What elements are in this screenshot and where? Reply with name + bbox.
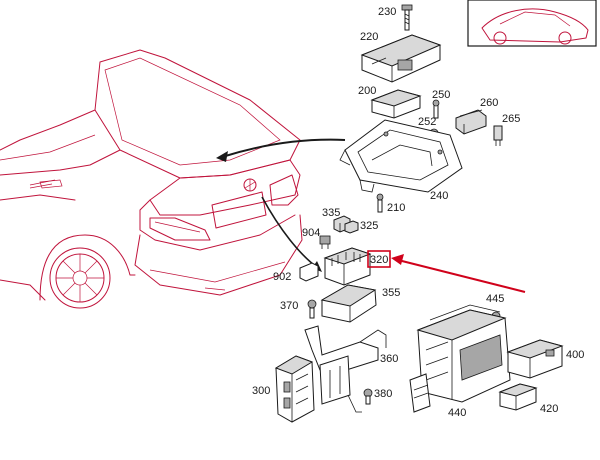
label-360: 360 [380,353,398,365]
label-445: 445 [486,293,504,305]
label-355: 355 [382,287,400,299]
part-902-connector [299,262,319,282]
part-440-battery-unit [409,304,511,413]
highlight-arrowhead [391,254,404,265]
highlight-320 [367,250,526,293]
part-420-module [498,383,538,411]
label-400: 400 [566,349,584,361]
label-240: 240 [430,190,448,202]
label-335: 335 [322,207,340,219]
label-420: 420 [540,403,558,415]
label-440: 440 [448,407,466,419]
part-200-unit [370,89,422,119]
label-380: 380 [374,388,392,400]
label-300: 300 [252,385,270,397]
label-260: 260 [480,97,498,109]
part-320-fuse-box [323,247,372,286]
label-252: 252 [418,116,436,128]
part-240-bracket [339,119,463,193]
part-260-connector [455,109,487,135]
highlight-arrow [397,259,526,293]
part-210-screw [376,193,384,213]
label-265: 265 [502,113,520,125]
vehicle-outline [0,49,303,309]
part-400-module [506,339,564,379]
part-904-fuse [319,235,331,249]
part-360-holder [304,325,387,413]
label-320: 320 [370,254,388,266]
part-230-screw [401,4,413,31]
inset-thumbnail [467,0,597,47]
part-325-relay [344,220,359,234]
label-200: 200 [358,85,376,97]
part-labels: 230 220 200 250 260 252 265 240 210 335 … [252,6,584,419]
label-325: 325 [360,220,378,232]
label-902: 902 [273,271,291,283]
highlight-box [367,250,391,268]
part-355-cover [320,284,377,323]
label-230: 230 [378,6,396,18]
part-220-module [360,34,442,83]
label-370: 370 [280,300,298,312]
label-904: 904 [302,227,320,239]
part-250-screw [432,99,440,119]
part-380-screw [363,388,373,405]
part-370-screw [307,299,317,319]
label-210: 210 [387,202,405,214]
part-300-module [274,355,315,423]
label-220: 220 [360,31,378,43]
part-265-clip [493,125,503,146]
label-250: 250 [432,89,450,101]
